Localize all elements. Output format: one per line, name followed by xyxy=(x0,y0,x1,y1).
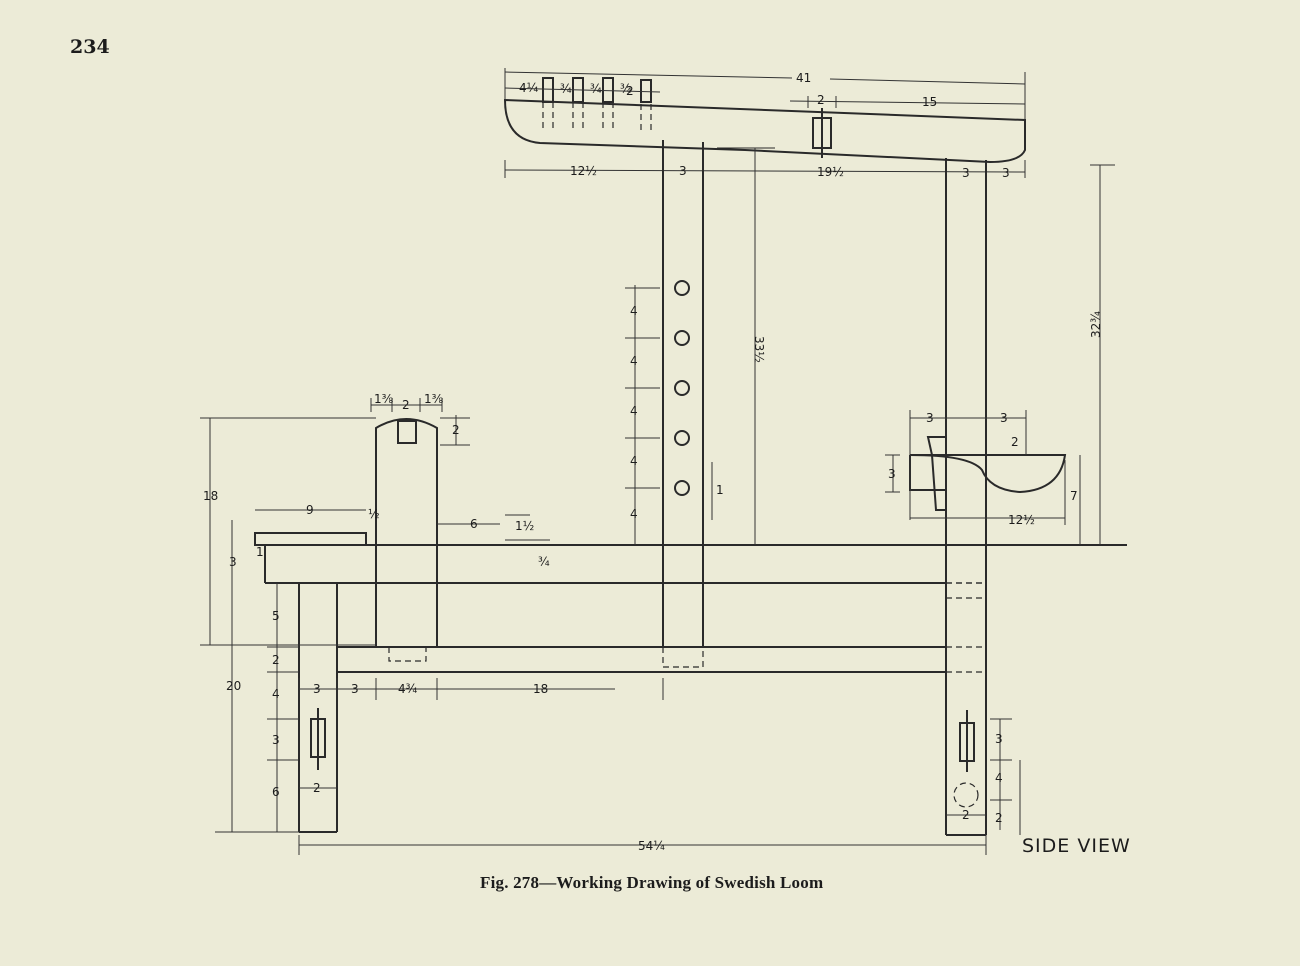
dim-peg-3: 4 xyxy=(630,404,638,418)
dim-treadle-2: 2 xyxy=(1011,435,1019,449)
dim-treadle-7: 7 xyxy=(1070,489,1078,503)
dim-top-3-b: 3 xyxy=(962,166,970,180)
dim-bottom-3-a: 3 xyxy=(313,682,321,696)
rails xyxy=(264,544,1127,673)
dim-right-post-2-a: 2 xyxy=(995,811,1003,825)
dim-bottom-4-3-4: 4¾ xyxy=(398,682,418,696)
dim-left-5: 5 xyxy=(272,609,280,623)
dim-left-20: 20 xyxy=(226,679,241,693)
dim-overall-bottom: 54¼ xyxy=(638,839,665,853)
dim-right-post-2-b: 2 xyxy=(962,808,970,822)
dim-top-3-a: 3 xyxy=(679,164,687,178)
dim-top-slat-2: ¾ xyxy=(560,82,572,96)
dim-bench-post-w-2: 2 xyxy=(402,398,410,412)
dim-bench-1: 1 xyxy=(256,545,264,559)
dim-top-slat-4: ¾ xyxy=(620,82,632,96)
dim-right-height: 32¾ xyxy=(1089,311,1103,338)
dim-bench-18: 18 xyxy=(203,489,218,503)
bench-post xyxy=(375,418,438,662)
figure-caption: Fig. 278—Working Drawing of Swedish Loom xyxy=(480,873,824,892)
dim-top-19-half: 19½ xyxy=(817,165,844,179)
dim-mid-height: 33½ xyxy=(752,336,766,363)
front-leg xyxy=(298,583,338,833)
dim-peg-5: 4 xyxy=(630,507,638,521)
view-label: SIDE VIEW xyxy=(1022,835,1131,857)
rear-upright xyxy=(945,158,987,836)
dim-peg-hole: 1 xyxy=(716,483,724,497)
dim-bottom-3-b: 3 xyxy=(351,682,359,696)
dim-small-3-4: ¾ xyxy=(538,555,550,569)
dim-right-post-4: 4 xyxy=(995,771,1003,785)
dim-left-2-small: 2 xyxy=(313,781,321,795)
dim-small-1-half: 1½ xyxy=(515,519,534,533)
page-number: 234 xyxy=(70,36,110,58)
dim-bottom-18: 18 xyxy=(533,682,548,696)
dim-left-4: 4 xyxy=(272,687,280,701)
dim-top-right-15: 15 xyxy=(922,95,937,109)
dim-bench-half: ½ xyxy=(368,507,380,521)
dim-treadle-3-c: 3 xyxy=(888,467,896,481)
dim-bench-9: 9 xyxy=(306,503,314,517)
dim-right-post-3: 3 xyxy=(995,732,1003,746)
top-dimensions xyxy=(504,68,1026,178)
vertical-dimensions xyxy=(200,148,1115,835)
dim-top-3-c: 3 xyxy=(1002,166,1010,180)
center-upright xyxy=(662,140,704,668)
dim-left-3: 3 xyxy=(272,733,280,747)
dim-bench-3: 3 xyxy=(229,555,237,569)
dim-bench-post-w-3: 1⅜ xyxy=(424,392,444,406)
treadle-detail xyxy=(885,410,1081,545)
dim-top-12-half: 12½ xyxy=(570,164,597,178)
dim-treadle-12-half: 12½ xyxy=(1008,513,1035,527)
dim-left-6: 6 xyxy=(272,785,280,799)
dim-top-slat-8: 2 xyxy=(626,84,634,98)
dim-bench-post-w-1: 1⅜ xyxy=(374,392,394,406)
dim-peg-1: 4 xyxy=(630,304,638,318)
dim-left-2: 2 xyxy=(272,653,280,667)
bench-dimensions xyxy=(255,398,987,855)
dim-treadle-3-a: 3 xyxy=(926,411,934,425)
top-beam xyxy=(503,77,1026,164)
dim-peg-4: 4 xyxy=(630,454,638,468)
dim-peg-2: 4 xyxy=(630,354,638,368)
dim-top-right-2: 2 xyxy=(817,93,825,107)
dim-gap-6: 6 xyxy=(470,517,478,531)
dim-top-slat-1: 4¼ xyxy=(519,81,539,95)
dim-bench-post-2: 2 xyxy=(452,423,460,437)
dim-overall-top: 41 xyxy=(796,71,811,85)
seat xyxy=(254,532,367,546)
dim-top-slat-3: ¾ xyxy=(590,82,602,96)
dim-treadle-3-b: 3 xyxy=(1000,411,1008,425)
